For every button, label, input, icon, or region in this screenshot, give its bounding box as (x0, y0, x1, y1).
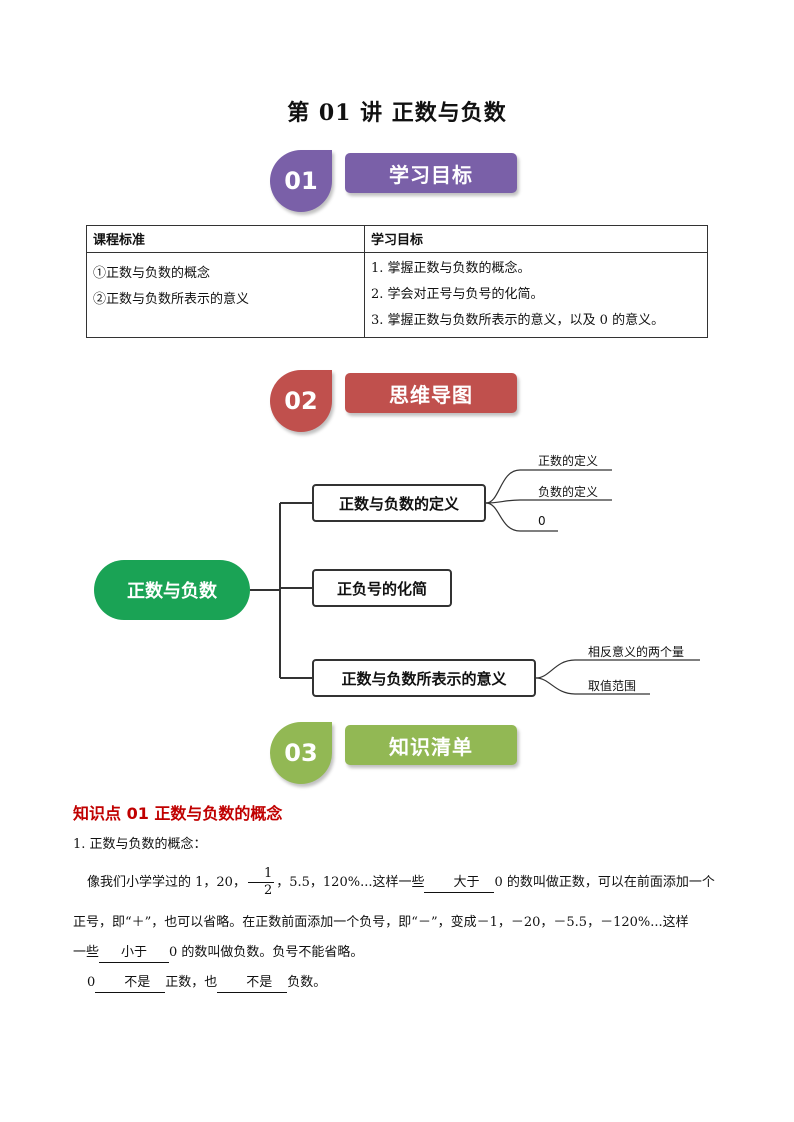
fill-blank: 不是 (95, 974, 166, 993)
standards-cell: ①正数与负数的概念 ②正数与负数所表示的意义 (86, 252, 365, 338)
mind-map-leaf: 负数的定义 (538, 485, 599, 499)
mind-map-leaf: 正数的定义 (538, 454, 599, 468)
paragraph-line: 正号，即“＋”，也可以省略。在正数前面添加一个负号，即“－”，变成－1，－20，… (73, 915, 689, 930)
section-title-bar: 知识清单 (345, 725, 517, 765)
section-number-badge: 03 (270, 722, 332, 784)
section-title-bar: 思维导图 (345, 373, 517, 413)
section-banner-03: 03 知识清单 (270, 722, 525, 784)
section-banner-02: 02 思维导图 (270, 370, 525, 432)
goals-cell: 1. 掌握正数与负数的概念。 2. 学会对正号与负号的化简。 3. 掌握正数与负… (364, 252, 708, 338)
mind-map-leaf: 相反意义的两个量 (588, 645, 685, 659)
section-number-badge: 02 (270, 370, 332, 432)
mind-map-branch-meaning: 正数与负数所表示的意义 (312, 659, 536, 697)
page-title: 第 01 讲 正数与负数 (287, 100, 507, 126)
goal-item: 1. 掌握正数与负数的概念。 (371, 261, 531, 276)
item-title: 1. 正数与负数的概念： (73, 837, 207, 852)
goal-item: 2. 学会对正号与负号的化简。 (371, 287, 544, 302)
table-header-goals: 学习目标 (364, 225, 708, 253)
mind-map-branch-definition: 正数与负数的定义 (312, 484, 486, 522)
mind-map-connectors (250, 469, 700, 695)
knowledge-point-heading: 知识点 01 正数与负数的概念 (73, 804, 283, 823)
fill-blank: 大于 (424, 874, 495, 893)
standard-item: ②正数与负数所表示的意义 (93, 292, 250, 307)
section-title-bar: 学习目标 (345, 153, 517, 193)
standard-item: ①正数与负数的概念 (93, 266, 211, 281)
mind-map: 正数与负数 正数与负数的定义 正负号的化简 正数与负数所表示的意义 正数的定义 … (0, 440, 794, 710)
goal-item: 3. 掌握正数与负数所表示的意义，以及 0 的意义。 (371, 313, 665, 328)
fill-blank: 不是 (217, 974, 288, 993)
table-header-standards: 课程标准 (86, 225, 365, 253)
mind-map-leaf: 0 (538, 514, 546, 528)
fill-blank: 小于 (99, 944, 170, 963)
section-number-badge: 01 (270, 150, 332, 212)
mind-map-branch-sign-simplify: 正负号的化简 (312, 569, 452, 607)
learning-goals-table: 课程标准 学习目标 ①正数与负数的概念 ②正数与负数所表示的意义 1. 掌握正数… (86, 225, 708, 338)
section-banner-01: 01 学习目标 (270, 150, 525, 212)
mind-map-leaf: 取值范围 (588, 679, 637, 693)
mind-map-root: 正数与负数 (94, 560, 250, 620)
